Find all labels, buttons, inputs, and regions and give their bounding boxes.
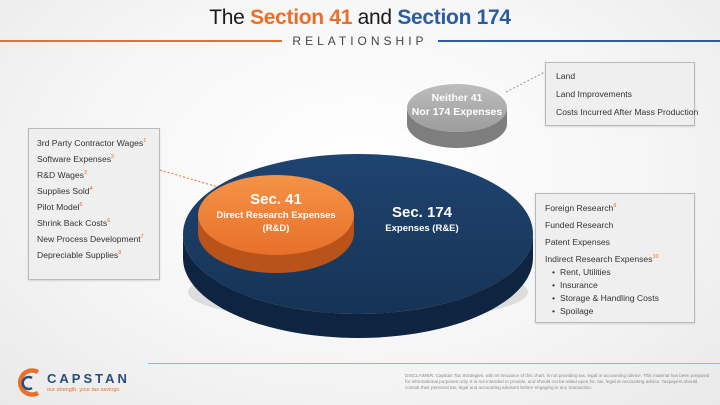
list-item: Foreign Research9 xyxy=(545,203,617,213)
capstan-logo-icon xyxy=(17,368,40,397)
sec174-label: Sec. 174 Expenses (R&E) xyxy=(372,204,472,236)
title-section-174: Section 174 xyxy=(397,6,511,29)
list-item: Land xyxy=(556,71,576,81)
sec174-disk-side xyxy=(183,234,533,338)
title-section-41: Section 41 xyxy=(250,6,353,29)
list-item: Depreciable Supplies8 xyxy=(37,250,122,260)
connector-top-right xyxy=(505,71,546,93)
sec174-line1: Expenses (R&E) xyxy=(385,223,459,234)
footer-rule xyxy=(148,363,720,364)
list-item: R&D Wages3 xyxy=(37,170,88,180)
list-item: Costs Incurred After Mass Production xyxy=(556,107,699,117)
list-item: Patent Expenses xyxy=(545,237,610,247)
neither-examples-list: Land Land Improvements Costs Incurred Af… xyxy=(556,71,699,117)
title-text-and: and xyxy=(357,6,392,29)
sec174-examples-box: Foreign Research9 Funded Research Patent… xyxy=(535,193,695,323)
sec41-examples-box: 3rd Party Contractor Wages1 Software Exp… xyxy=(28,128,160,280)
neither-label-line2: Nor 174 Expenses xyxy=(411,106,503,118)
sec41-disk-side xyxy=(198,215,354,273)
neither-label: Neither 41 Nor 174 Expenses xyxy=(407,91,507,119)
bullet-item: Spoilage xyxy=(545,306,685,316)
list-item: 3rd Party Contractor Wages1 xyxy=(37,138,147,148)
sec174-examples-list: Foreign Research9 Funded Research Patent… xyxy=(545,203,685,316)
neither-disk-top xyxy=(407,84,507,132)
title-rule-left xyxy=(0,40,282,42)
page-subtitle: RELATIONSHIP xyxy=(292,34,428,48)
sec41-examples-list: 3rd Party Contractor Wages1 Software Exp… xyxy=(37,138,151,260)
list-item: Supplies Sold4 xyxy=(37,186,93,196)
bullet-item: Rent, Utilities xyxy=(545,267,685,277)
brand-name: CAPSTAN xyxy=(47,371,130,386)
brand-tagline: our strength. your tax savings. xyxy=(47,387,121,393)
title-text-the: The xyxy=(209,6,245,29)
page-title: The Section 41 and Section 174 xyxy=(0,6,720,30)
sec41-title: Sec. 41 xyxy=(250,191,302,208)
sec41-line2: (R&D) xyxy=(262,223,290,234)
bullet-item: Storage & Handling Costs xyxy=(545,293,685,303)
title-rule-right xyxy=(438,40,720,42)
list-item: Shrink Back Costs6 xyxy=(37,218,111,228)
sec174-title: Sec. 174 xyxy=(391,204,453,221)
disclaimer-text: DISCLAIMER: Capstan Tax Strategies, with… xyxy=(405,373,710,391)
list-item: Funded Research xyxy=(545,220,614,230)
list-item: Land Improvements xyxy=(556,89,632,99)
bullet-item: Insurance xyxy=(545,280,685,290)
sec41-line1: Direct Research Expenses xyxy=(216,210,336,221)
list-item: Indirect Research Expenses10 xyxy=(545,254,659,264)
list-item: New Process Development7 xyxy=(37,234,144,244)
sec41-disk-top xyxy=(198,175,354,255)
neither-label-line1: Neither 41 xyxy=(431,92,483,104)
neither-examples-box: Land Land Improvements Costs Incurred Af… xyxy=(545,62,699,126)
sec41-label: Sec. 41 Direct Research Expenses (R&D) xyxy=(200,191,352,235)
neither-disk-side xyxy=(407,108,507,148)
list-item: Software Expenses2 xyxy=(37,154,115,164)
list-item: Pilot Model5 xyxy=(37,202,83,212)
